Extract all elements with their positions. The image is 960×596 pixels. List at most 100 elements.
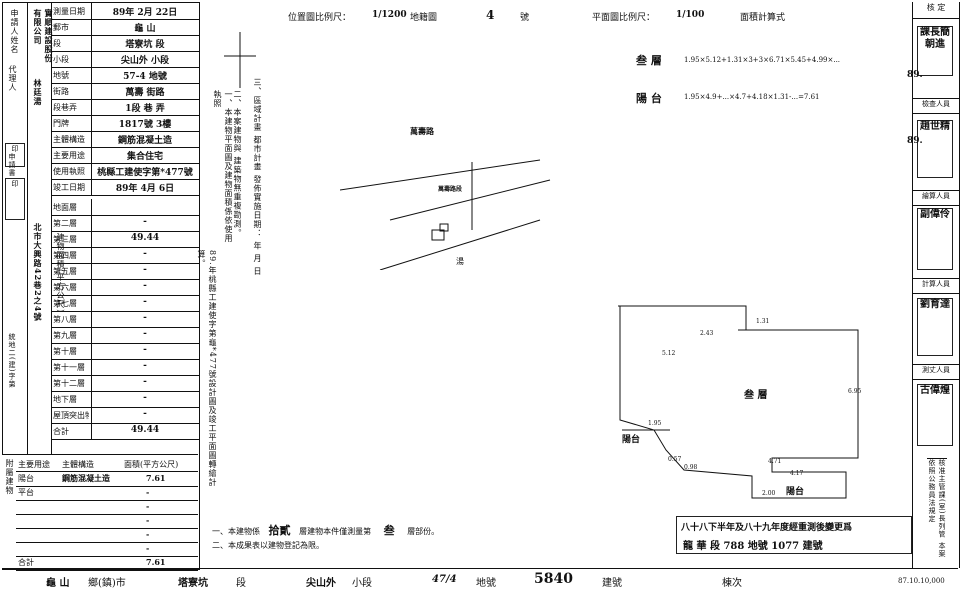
- plan-dim-5: 1.95: [648, 420, 662, 427]
- info-key: 主要用途: [53, 151, 85, 160]
- info-key: 郵市: [53, 23, 69, 32]
- floor-divider: [91, 375, 92, 391]
- floor-value: -: [143, 249, 147, 259]
- floor-area-vertical-label: 建物面積(平方公尺): [56, 233, 65, 314]
- info-divider: [91, 115, 92, 131]
- footer-bldg: 5840: [534, 571, 573, 587]
- annex-row: -: [16, 513, 198, 529]
- site-location-map: [340, 159, 551, 270]
- floor-key: 第八層: [53, 315, 77, 324]
- annex-cell-c: 7.61: [146, 473, 166, 483]
- floor-row: 第十一層-: [51, 359, 199, 376]
- info-value: 鋼筋混凝土造: [117, 136, 172, 146]
- floor-divider: [91, 311, 92, 327]
- sig-chief: 課長簡朝進: [917, 26, 953, 76]
- plan-dim-3: 5.12: [662, 350, 676, 357]
- footer-town-suffix: 鄉(鎮)市: [88, 578, 126, 589]
- info-row: 段 塔寮坑 段: [51, 35, 199, 52]
- floor-value: -: [143, 393, 147, 403]
- info-value: 89年 4月 6日: [115, 184, 175, 194]
- info-row: 地號 57-4 地號: [51, 67, 199, 84]
- annex-side-label: 附屬建物: [5, 459, 14, 495]
- plan-dim-9: 0.98: [684, 464, 698, 471]
- info-row: 街路萬壽 街路: [51, 83, 199, 100]
- floor-divider: [91, 279, 92, 295]
- applicant-label: 申請人姓名: [10, 9, 19, 54]
- floor-divider: [91, 391, 92, 407]
- stamp-line-2: 龍 華 段 788 地號 1077 建號: [683, 541, 823, 552]
- floor-row: 第八層-: [51, 311, 199, 328]
- info-key: 主體構造: [53, 135, 85, 144]
- footer-bldg-label: 建號: [602, 578, 622, 589]
- calc-floor3-label: 叁 層: [636, 54, 662, 67]
- floor-value: -: [143, 377, 147, 387]
- bottom-note-1: 一、本建物係 拾貳 層建物本件僅測量第 叁 層部份。: [212, 522, 439, 538]
- note-2: 二、本案建物與 建築物無重複勘測。: [233, 90, 242, 238]
- info-value: 89年 2月 22日: [112, 8, 178, 18]
- stamp-line-1: 八十八下半年及八十九年度經重測後變更爲: [681, 523, 853, 533]
- floor-value: -: [143, 217, 147, 227]
- info-divider: [91, 67, 92, 83]
- info-value: 57-4 地號: [123, 72, 167, 82]
- footer-bar: 龜 山 鄉(鎮)市 塔寮坑 段 尖山外 小段 47/4 地號 5840 建號 棟…: [2, 568, 958, 593]
- sheet-label: 地籍圖: [410, 13, 438, 23]
- floor-key: 第四層: [53, 251, 77, 260]
- applicant-column: 申請人姓名 代理人 申請書 統地二(建)字第 印 印: [3, 3, 28, 569]
- floor-value: 49.44: [130, 425, 160, 435]
- area-calc-label: 面積計算式: [740, 13, 786, 23]
- info-divider: [91, 51, 92, 67]
- location-scale: 1/1200: [372, 10, 407, 20]
- footer-building-label: 棟次: [722, 578, 742, 589]
- floor-row: 第十二層-: [51, 375, 199, 392]
- seal-stamp-2: 印: [5, 178, 25, 220]
- info-value: 桃縣工建使字第*477號: [97, 168, 193, 178]
- annex-cell-c: -: [146, 501, 150, 511]
- floor-value: -: [143, 345, 147, 355]
- bottom-note-2: 二、本成果表以建物登記為限。: [212, 541, 324, 550]
- note-1b: 89.年桃縣工建使字第龜*477號設計圖及竣工平面圖轉繪計算。: [197, 250, 217, 487]
- bottom-note-1-floor: 叁: [383, 524, 395, 537]
- info-key: 地號: [53, 71, 69, 80]
- info-divider: [91, 99, 92, 115]
- info-value: 尖山外 小段: [120, 56, 170, 66]
- info-value: 塔寮坑 段: [125, 40, 165, 50]
- floor-row: 第十層-: [51, 343, 199, 360]
- info-key: 段: [53, 39, 61, 48]
- floor-row: 第九層-: [51, 327, 199, 344]
- apply-label: 申請書: [8, 153, 16, 177]
- sig-calculator: 劉育達: [917, 298, 953, 356]
- floor-key: 第三層: [53, 235, 77, 244]
- check-label: 檢查人員: [913, 98, 959, 114]
- info-key: 門牌: [53, 119, 69, 128]
- info-row: 小段尖山外 小段: [51, 51, 199, 68]
- seal-stamp-1: 印: [5, 143, 25, 167]
- calc-balcony-label: 陽 台: [636, 92, 662, 105]
- annex-cell-c: -: [146, 515, 150, 525]
- info-row: 郵市龜 山: [51, 19, 199, 36]
- info-divider: [91, 19, 92, 35]
- approve-header: 核 定: [913, 2, 959, 19]
- note-1: 一、本建物平面圖及建物面積係依使用執照: [213, 90, 233, 243]
- location-scale-label: 位置圖比例尺：: [288, 13, 352, 23]
- floor-plan-drawing: [618, 305, 859, 499]
- annex-cell-c: -: [146, 487, 150, 497]
- applicant-value: 實順建設股份有限公司: [33, 9, 54, 63]
- info-key: 街路: [53, 87, 69, 96]
- floor-divider: [91, 263, 92, 279]
- floor-key: 第七層: [53, 299, 77, 308]
- date-note: 統地二(建)字第: [8, 333, 16, 389]
- note-3: 三、區域計畫 都市計畫 發佈實施日期： 年 月 日: [253, 78, 262, 276]
- floor-row: 地下層-: [51, 391, 199, 408]
- info-divider: [91, 163, 92, 179]
- annex-cell-b: 鋼筋混凝土造: [62, 473, 110, 483]
- plan-balcony-2: 陽台: [786, 487, 805, 497]
- floor-row: 第四層 -: [51, 247, 199, 264]
- info-value: 1段 巷 弄: [125, 104, 165, 114]
- annex-header-area: 面積(平方公尺): [124, 460, 179, 469]
- info-divider: [91, 147, 92, 163]
- bottom-note-1-mid: 層建物本件僅測量第: [299, 527, 372, 536]
